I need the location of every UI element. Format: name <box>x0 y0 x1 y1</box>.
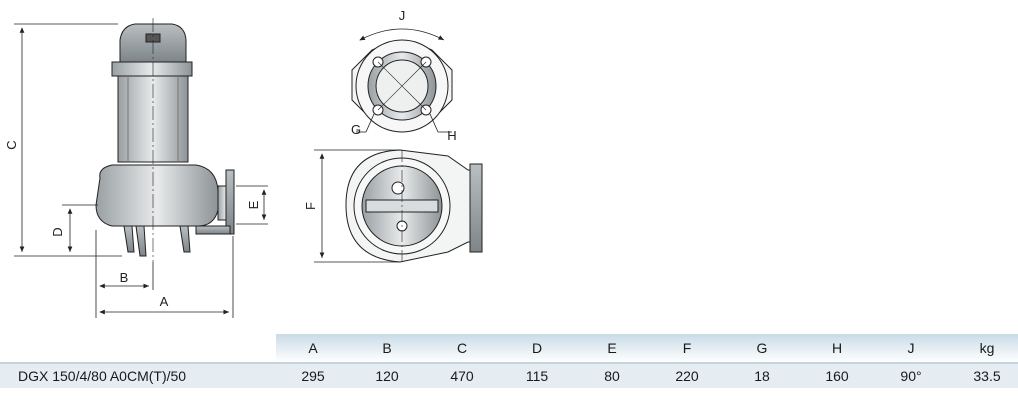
col-header-a: A <box>308 340 318 356</box>
col-header-b: B <box>382 340 392 356</box>
dim-label-c: C <box>4 140 19 149</box>
dim-label-b: B <box>120 270 129 285</box>
bottom-view <box>314 149 483 263</box>
dim-label-g: G <box>351 122 361 137</box>
cell-g: 18 <box>754 368 770 384</box>
side-dimension-labels: C D B A E <box>4 140 261 309</box>
dim-label-h: H <box>447 128 456 143</box>
col-header-d: D <box>531 340 543 356</box>
col-header-j: J <box>907 340 915 356</box>
cell-e: 80 <box>604 368 620 384</box>
side-view <box>95 23 235 257</box>
cell-kg: 33.5 <box>973 368 1001 384</box>
model-name: DGX 150/4/80 A0CM(T)/50 <box>18 368 187 384</box>
cell-f: 220 <box>675 368 699 384</box>
cell-d: 115 <box>525 368 549 384</box>
col-header-e: E <box>607 340 617 356</box>
col-header-kg: kg <box>979 340 995 356</box>
dim-label-a: A <box>160 294 169 309</box>
technical-drawings: C D B A E J G H <box>4 8 483 318</box>
cell-a: 295 <box>301 368 325 384</box>
col-header-c: C <box>456 340 468 356</box>
cell-c: 470 <box>450 368 474 384</box>
col-header-f: F <box>682 340 692 356</box>
dim-label-j: J <box>399 8 406 23</box>
dim-label-d: D <box>50 227 65 236</box>
dim-label-e: E <box>246 200 261 209</box>
cell-h: 160 <box>825 368 849 384</box>
side-dimensions <box>14 23 268 318</box>
col-header-h: H <box>831 340 843 356</box>
table-header: A B C D E F G H J kg <box>276 334 1018 362</box>
bottom-dimension-labels: F <box>303 202 318 210</box>
cell-b: 120 <box>375 368 399 384</box>
top-dimension-labels: J G H <box>351 8 457 143</box>
cell-j: 90° <box>900 368 922 384</box>
top-view <box>351 28 453 133</box>
dim-label-f: F <box>303 202 318 210</box>
table-row: DGX 150/4/80 A0CM(T)/50 295 120 470 115 … <box>0 362 1018 388</box>
col-header-g: G <box>756 340 768 356</box>
